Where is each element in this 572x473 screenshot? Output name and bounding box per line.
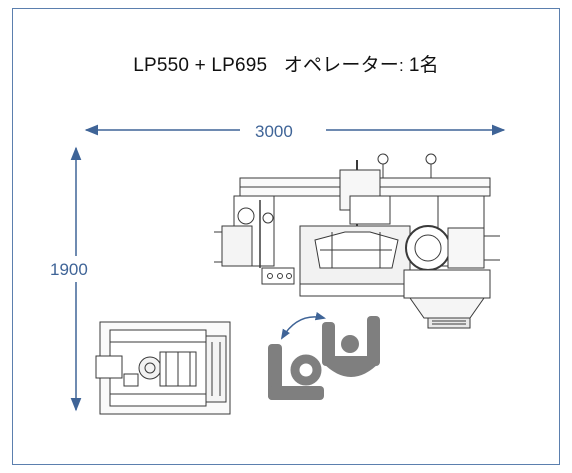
height-dimension-label: 1900: [48, 260, 90, 280]
lp695-machine-drawing: [214, 153, 500, 329]
rotate-arrow-icon: [280, 312, 327, 340]
diagram-frame: [12, 8, 560, 465]
lp550-machine-drawing: [95, 321, 231, 415]
diagram-title: LP550 + LP695 オペレーター: 1名: [133, 55, 439, 76]
title-operator-count: 1名: [408, 55, 439, 76]
operator-seated-icon: [268, 316, 380, 400]
width-dimension-label: 3000: [249, 122, 299, 142]
title-operator-label: オペレーター: [283, 55, 399, 76]
title-models: LP550 + LP695: [133, 55, 268, 76]
